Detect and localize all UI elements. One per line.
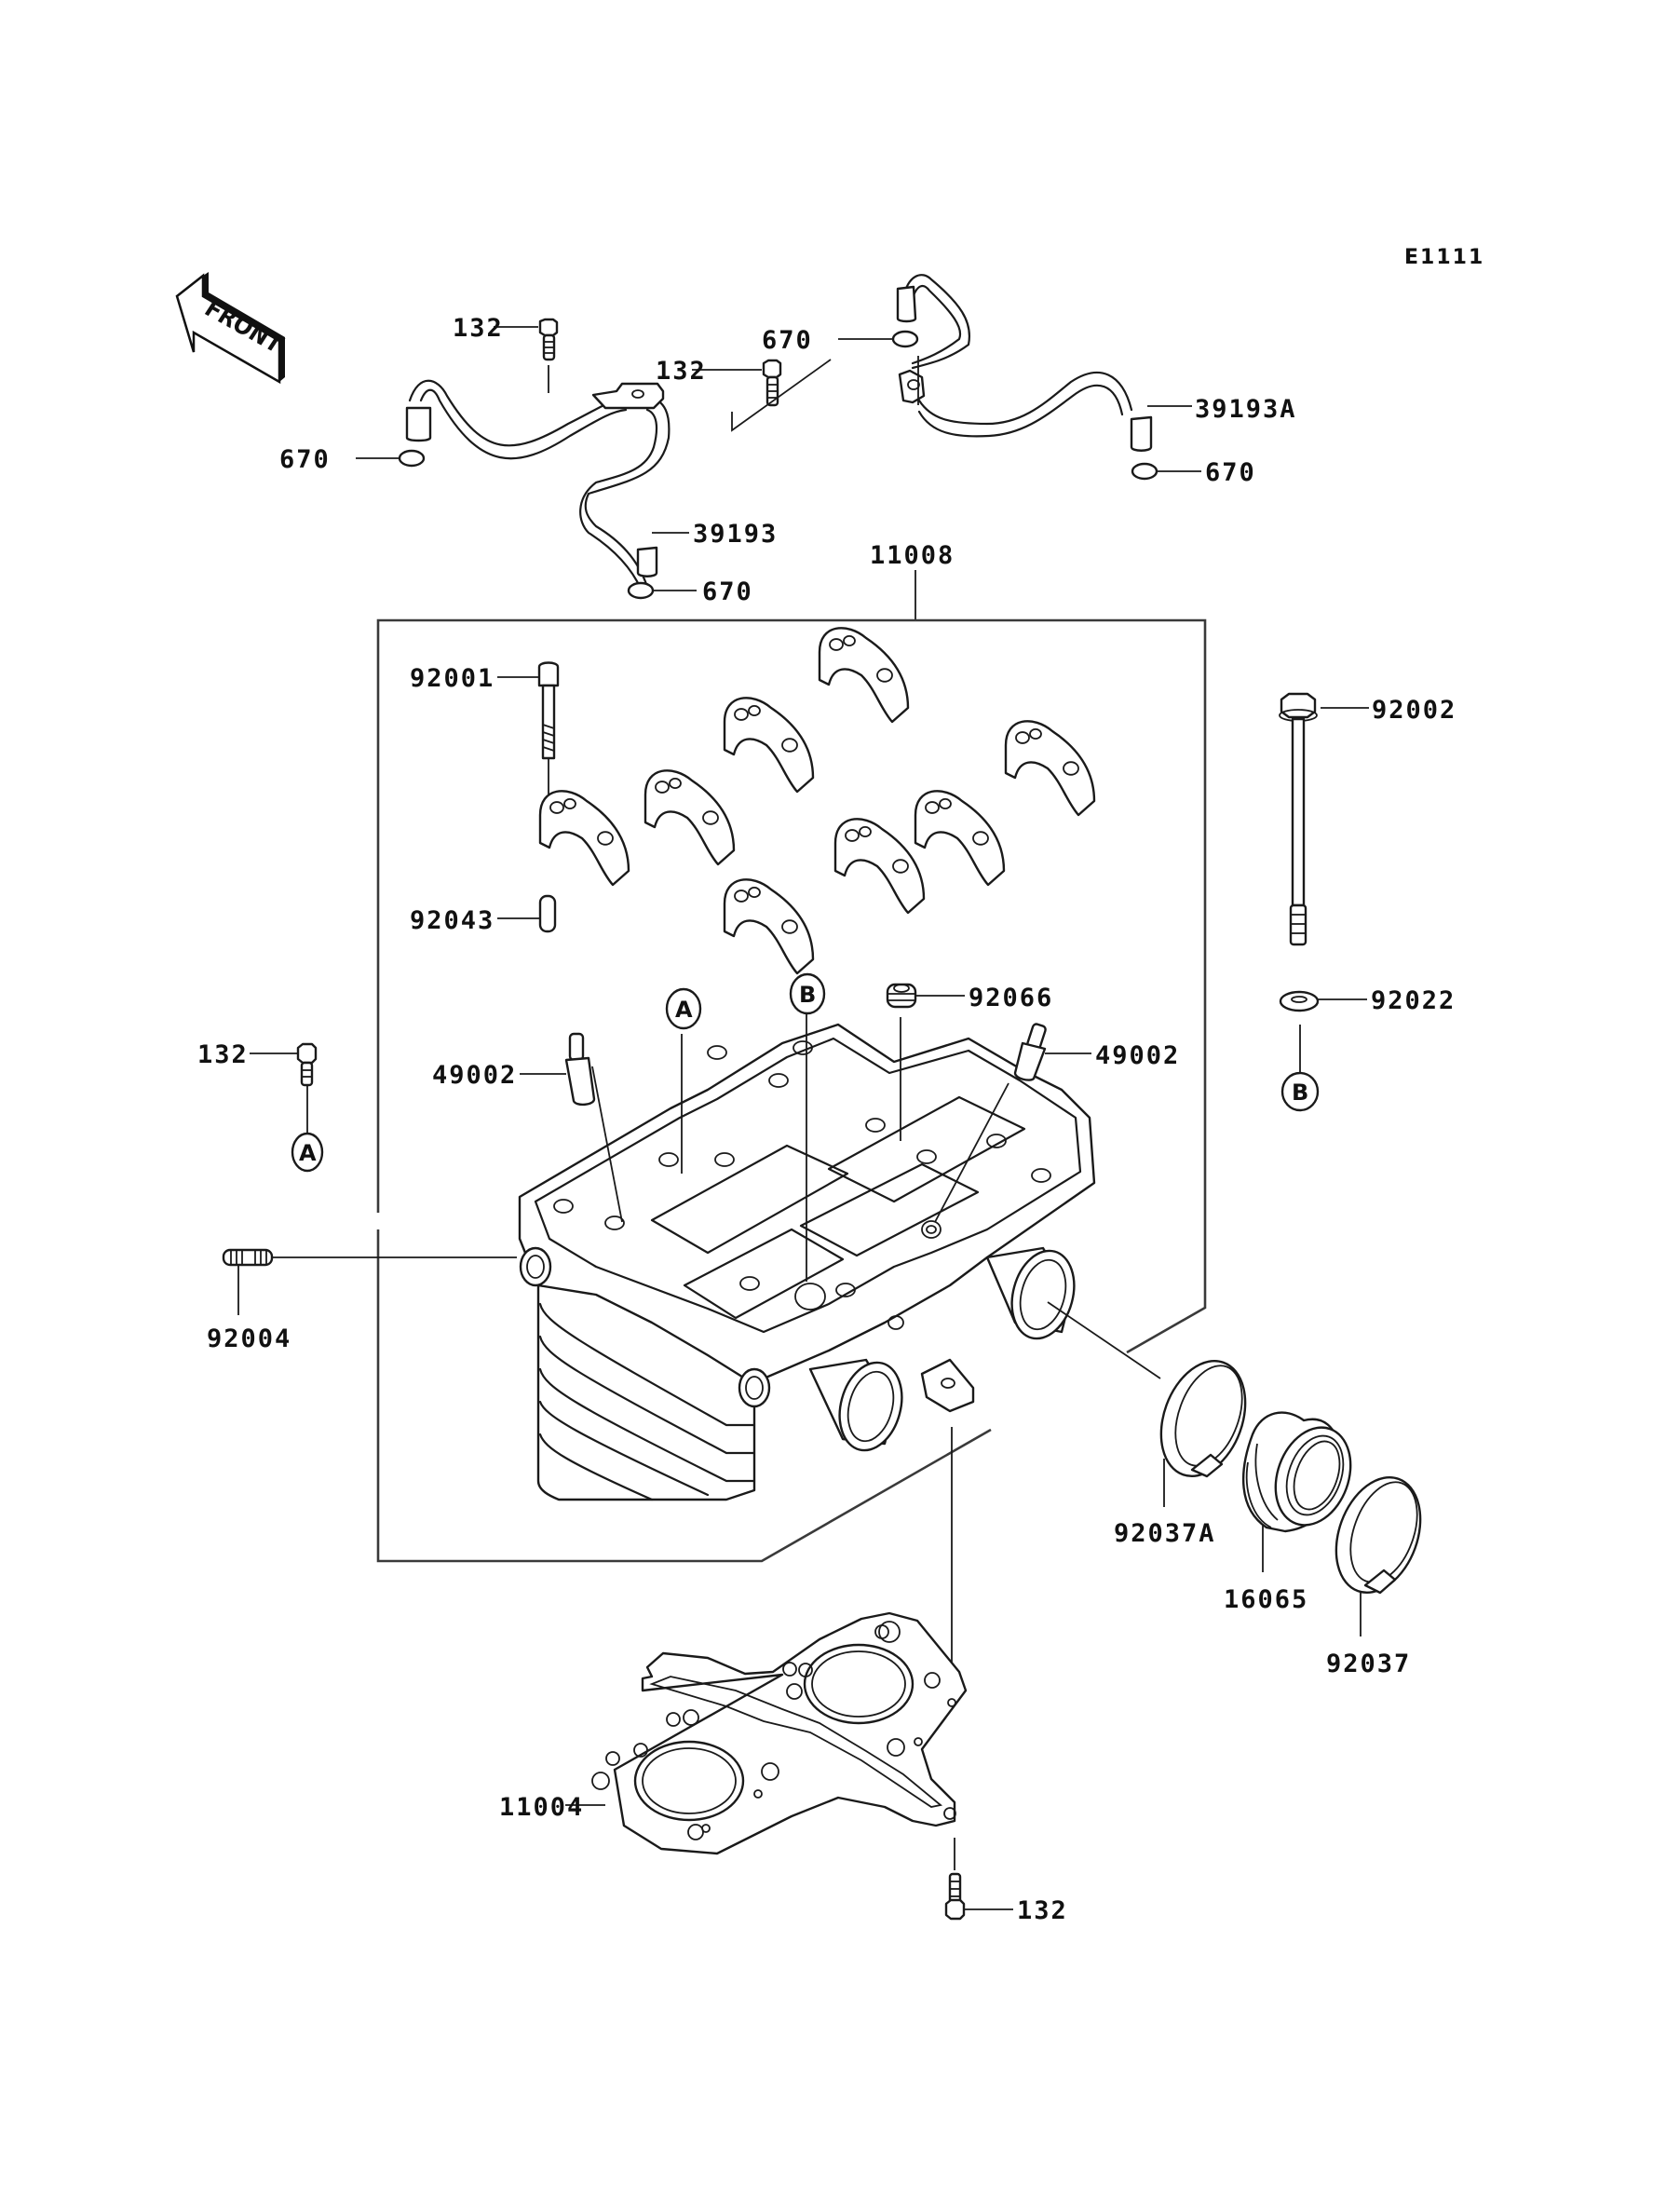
reference-marker-a — [291, 1132, 324, 1173]
callout-132[interactable]: 132 — [197, 1040, 249, 1069]
group-box — [376, 1229, 992, 1563]
callout-39193a[interactable]: 39193A — [1195, 395, 1297, 424]
callout-92043[interactable]: 92043 — [410, 906, 495, 935]
oil-pipe-39193a[interactable] — [896, 274, 1153, 452]
callout-92066[interactable]: 92066 — [969, 984, 1053, 1012]
callout-92002[interactable]: 92002 — [1372, 696, 1456, 725]
front-arrow-icon: FRONT — [175, 272, 288, 385]
oil-pipe-39193[interactable] — [405, 379, 671, 591]
camshaft-cap[interactable] — [644, 769, 736, 866]
callout-92001[interactable]: 92001 — [410, 664, 495, 693]
camshaft-cap[interactable] — [818, 627, 910, 724]
reference-marker-b — [789, 972, 826, 1015]
bolt-92002[interactable] — [1279, 692, 1318, 946]
callout-92037a[interactable]: 92037A — [1114, 1519, 1216, 1548]
callout-670[interactable]: 670 — [702, 577, 753, 606]
camshaft-cap[interactable] — [833, 818, 926, 915]
callout-11008[interactable]: 11008 — [870, 541, 955, 570]
bolt-132-top-left[interactable] — [538, 318, 559, 393]
reference-a-label: A — [299, 1140, 317, 1166]
diagram-code: E1111 — [1404, 246, 1484, 269]
callout-132[interactable]: 132 — [1017, 1896, 1068, 1925]
bolt-132-top-right[interactable] — [731, 359, 832, 432]
callout-11004[interactable]: 11004 — [499, 1793, 584, 1822]
callout-92004[interactable]: 92004 — [207, 1324, 291, 1353]
reference-b-label: B — [1292, 1080, 1308, 1106]
carburetor-holder-16065[interactable] — [1242, 1411, 1363, 1536]
callout-670[interactable]: 670 — [762, 326, 813, 355]
leader-line — [934, 1082, 1009, 1223]
valve-guide-49002-left[interactable] — [564, 1032, 596, 1107]
stud-92004[interactable] — [222, 1248, 274, 1267]
head-gasket-11004[interactable] — [591, 1611, 968, 1855]
callout-92037[interactable]: 92037 — [1326, 1650, 1411, 1678]
valve-guide-49002-right[interactable] — [1013, 1023, 1047, 1081]
oring-670[interactable] — [1131, 462, 1158, 481]
callout-670[interactable]: 670 — [1205, 458, 1256, 487]
group-box — [376, 618, 1207, 1354]
clamp-92037[interactable] — [1321, 1465, 1436, 1604]
camshaft-cap[interactable] — [1004, 720, 1096, 817]
camshaft-cap[interactable] — [723, 697, 815, 794]
callout-92022[interactable]: 92022 — [1371, 986, 1456, 1015]
bolt-92001[interactable] — [537, 661, 560, 809]
camshaft-caps[interactable] — [538, 627, 1096, 975]
reference-marker-b — [1280, 1071, 1320, 1112]
dowel-92043[interactable] — [538, 894, 557, 933]
washer-92022[interactable] — [1279, 990, 1320, 1012]
bolt-132-bottom[interactable] — [944, 1872, 966, 1921]
oring-670[interactable] — [627, 581, 655, 600]
reference-marker-a — [665, 987, 702, 1030]
reference-a-label: A — [675, 997, 693, 1023]
callout-670[interactable]: 670 — [279, 445, 331, 474]
bolt-132-side[interactable] — [296, 1042, 318, 1087]
clamp-92037a[interactable] — [1146, 1349, 1261, 1487]
leader-line — [1047, 1301, 1161, 1379]
callout-49002[interactable]: 49002 — [432, 1061, 517, 1090]
callout-132[interactable]: 132 — [453, 314, 504, 343]
oring-670[interactable] — [398, 449, 426, 468]
callout-39193[interactable]: 39193 — [693, 520, 778, 549]
plug-92066[interactable] — [886, 983, 917, 1009]
camshaft-cap[interactable] — [723, 878, 815, 975]
camshaft-cap[interactable] — [538, 790, 630, 887]
callout-16065[interactable]: 16065 — [1224, 1585, 1308, 1614]
reference-b-label: B — [799, 982, 816, 1008]
leader-line — [591, 1066, 623, 1223]
callout-132[interactable]: 132 — [656, 357, 707, 386]
camshaft-cap[interactable] — [914, 790, 1006, 887]
oring-670[interactable] — [891, 330, 919, 348]
callout-49002[interactable]: 49002 — [1095, 1041, 1180, 1070]
